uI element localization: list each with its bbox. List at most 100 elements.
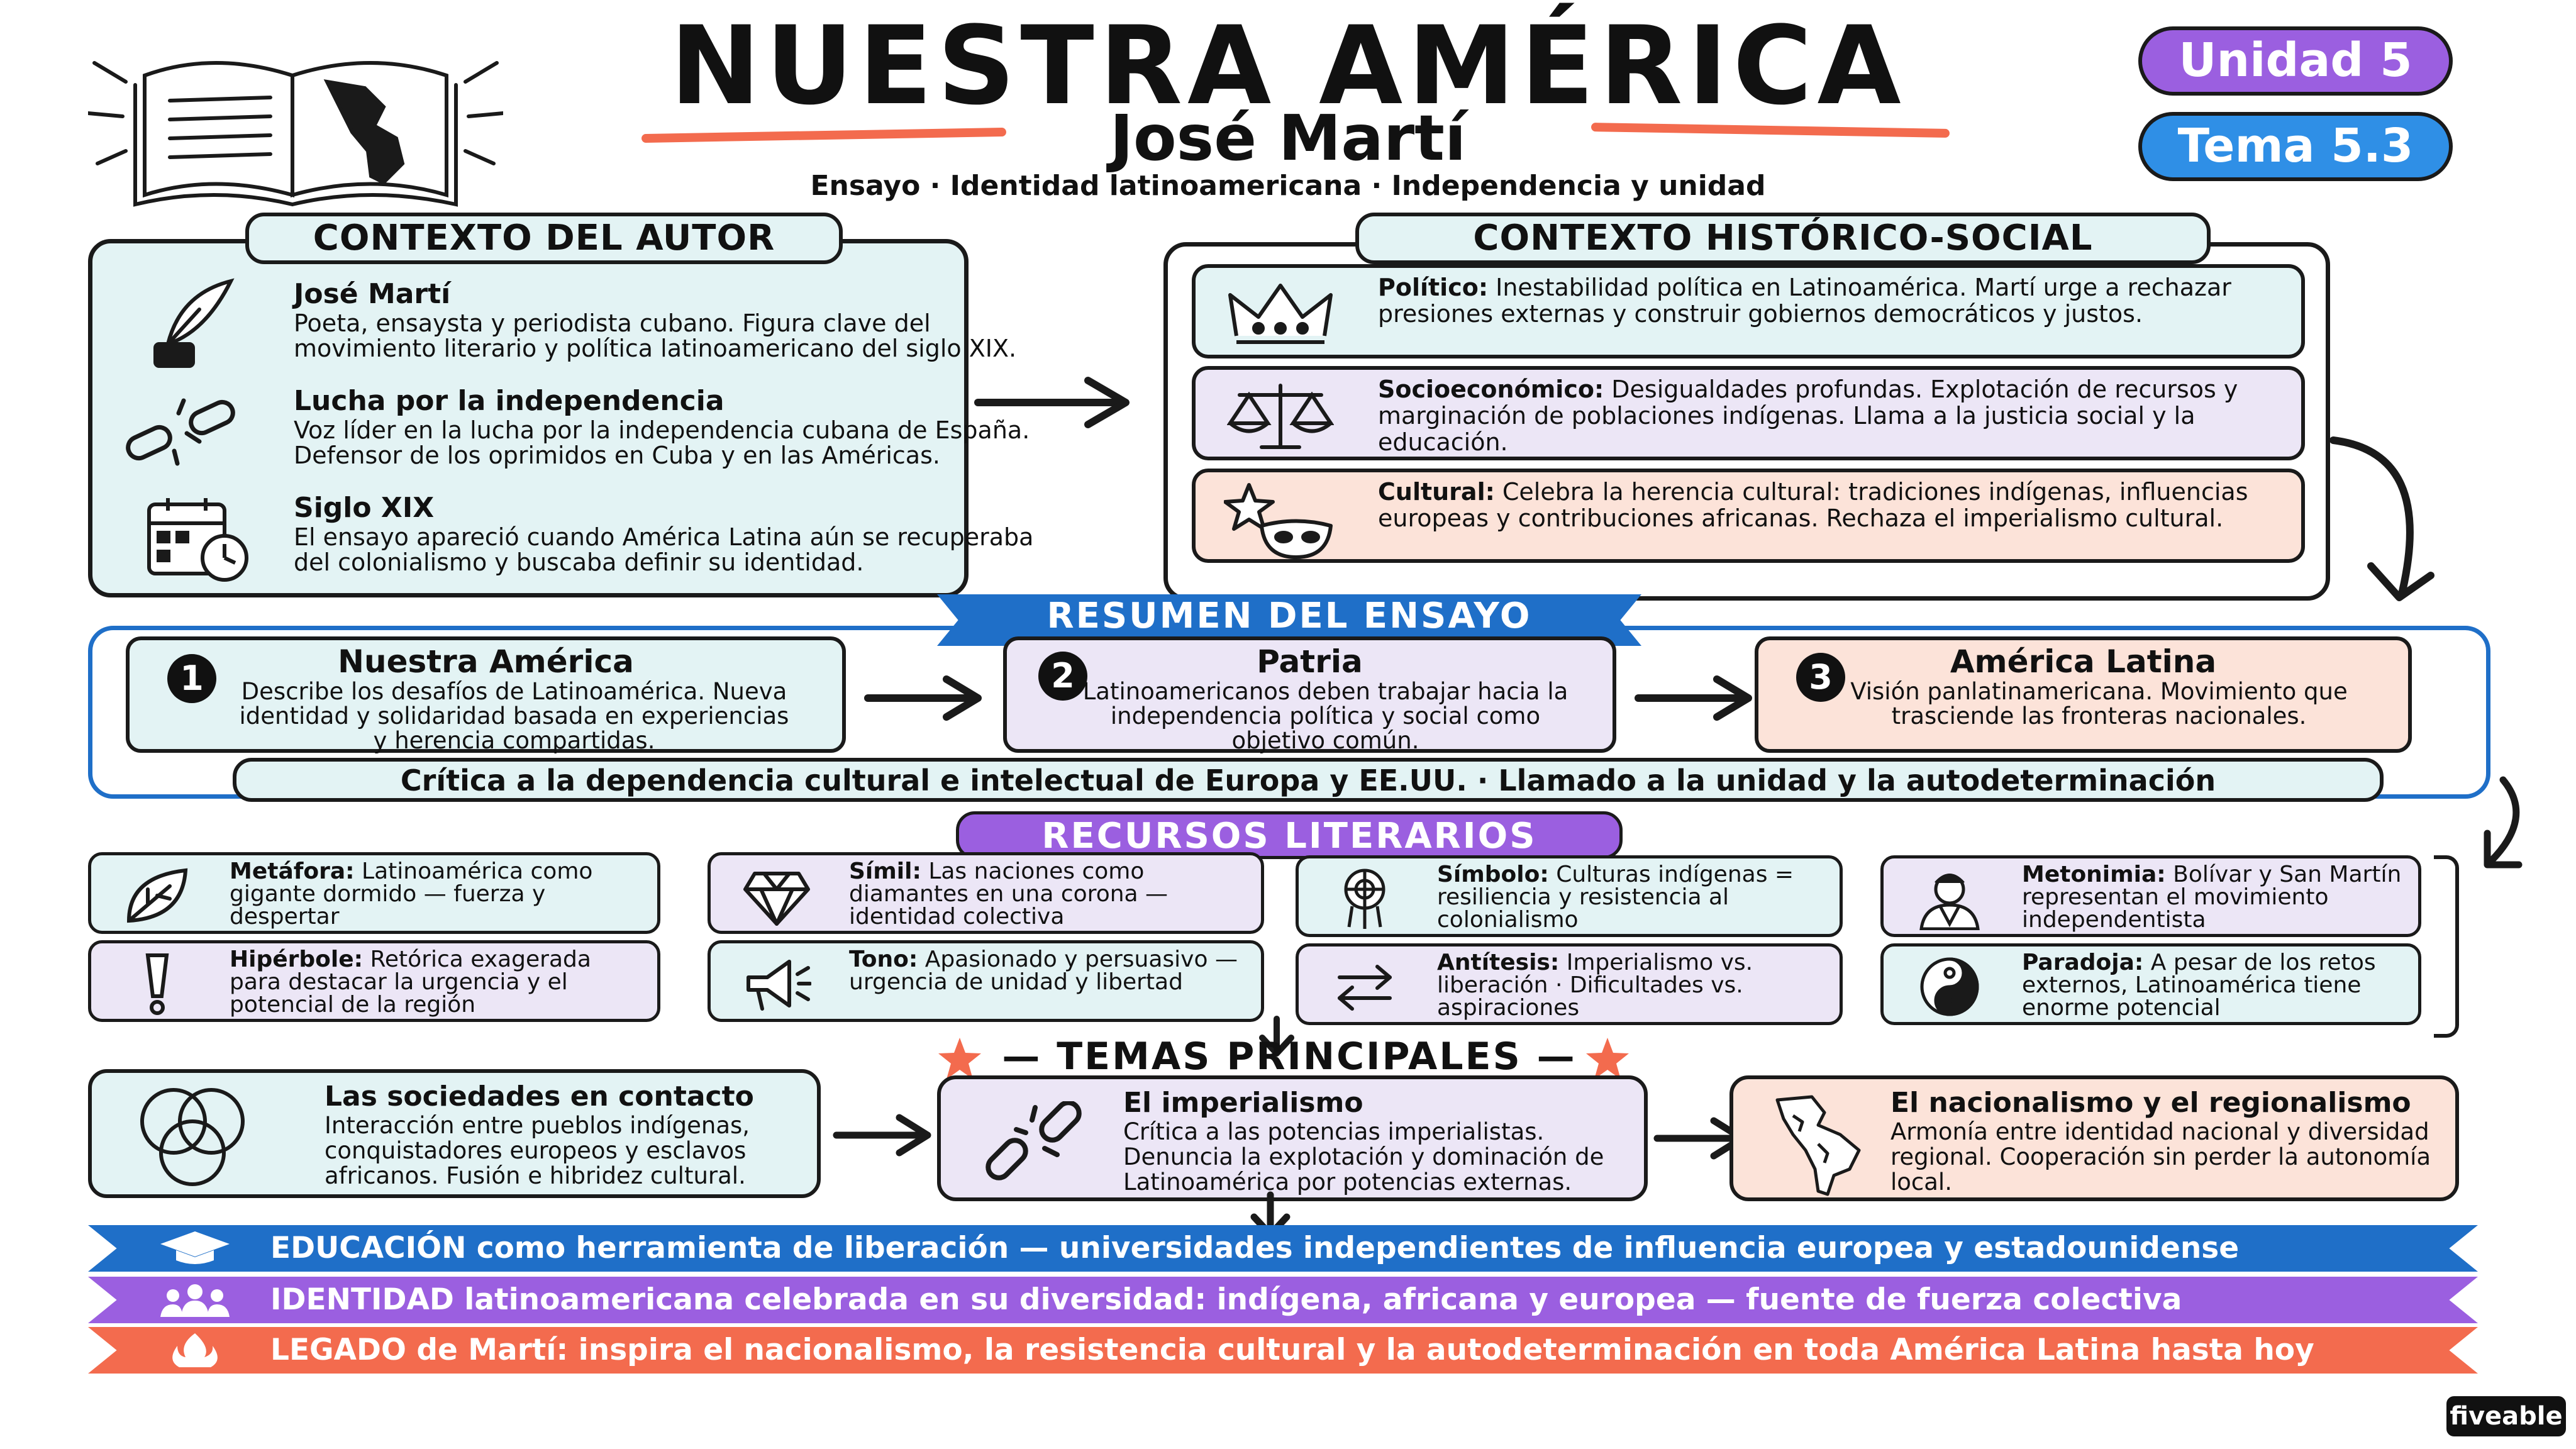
- arrow-down-icon: [1259, 1016, 1294, 1057]
- history-row-key: Socioeconómico:: [1378, 375, 1604, 403]
- author-item-text: Poeta, ensaysta y periodista cubano. Fig…: [294, 309, 1017, 362]
- literary-item-antithesis: Antítesis: Imperialismo vs. liberación ·…: [1296, 943, 1843, 1025]
- portrait-icon: [1915, 867, 1984, 930]
- theme-title: Las sociedades en contacto: [325, 1080, 754, 1113]
- literary-item-key: Símil:: [849, 858, 921, 884]
- author-context-panel: José Martí Poeta, ensaysta y periodista …: [88, 239, 1033, 597]
- theme-societies: Las sociedades en contacto Interacción e…: [88, 1069, 821, 1198]
- literary-item-text: Símil: Las naciones como diamantes en un…: [849, 860, 1252, 928]
- ribbon-key: IDENTIDAD: [270, 1282, 454, 1317]
- author-item-text: El ensayo apareció cuando América Latina…: [294, 523, 1034, 576]
- theme-imperialism: El imperialismo Crítica a las potencias …: [937, 1075, 1648, 1201]
- theme-nationalism: El nacionalismo y el regionalismo Armoní…: [1729, 1075, 2459, 1201]
- arrow-right-icon: [864, 675, 982, 721]
- broken-chain-icon: [121, 394, 247, 470]
- author-item-text: Voz líder en la lucha por la independenc…: [294, 416, 1030, 469]
- literary-item-text: Tono: Apasionado y persuasivo — urgencia…: [849, 948, 1252, 994]
- people-icon: [157, 1282, 233, 1318]
- book-map-icon: [86, 38, 505, 208]
- literary-item-body: Imperialismo vs. liberación · Dificultad…: [1437, 950, 1753, 1021]
- ribbon-body: de Martí: inspira el nacionalismo, la re…: [406, 1333, 2314, 1367]
- page-title: NUESTRA AMÉRICA: [670, 3, 1906, 129]
- map-icon: [1765, 1091, 1884, 1197]
- history-row-body: Inestabilidad política en Latinoamérica.…: [1378, 274, 2231, 328]
- ribbon-key: EDUCACIÓN: [270, 1231, 467, 1265]
- history-row-body: Celebra la herencia cultural: tradicione…: [1378, 478, 2248, 532]
- broken-chain-icon: [979, 1101, 1092, 1183]
- literary-bracket: [2434, 855, 2459, 1038]
- literary-item-text: Símbolo: Culturas indígenas = resilienci…: [1437, 863, 1831, 931]
- theme-text: Crítica a las potencias imperialistas. D…: [1123, 1118, 1604, 1196]
- literary-item-symbol: Símbolo: Culturas indígenas = resilienci…: [1296, 855, 1843, 937]
- topic-badge: Tema 5.3: [2138, 112, 2453, 181]
- history-context-label: CONTEXTO HISTÓRICO-SOCIAL: [1355, 213, 2211, 264]
- summary-card-3: 3 América Latina Visión panlatinamerican…: [1755, 636, 2412, 753]
- literary-item-key: Antítesis:: [1437, 950, 1560, 975]
- literary-item-text: Paradoja: A pesar de los retos externos,…: [2022, 952, 2409, 1019]
- literary-item-text: Antítesis: Imperialismo vs. liberación ·…: [1437, 952, 1831, 1019]
- history-row-text: Cultural: Celebra la herencia cultural: …: [1378, 479, 2302, 531]
- star-icon: [1585, 1036, 1630, 1082]
- diamond-icon: [742, 864, 811, 927]
- summary-card-text: Latinoamericanos deben trabajar hacia la…: [1082, 678, 1568, 754]
- summary-card-text: Visión panlatinamericana. Movimiento que…: [1850, 678, 2348, 730]
- author-item-title: Siglo XIX: [294, 492, 435, 524]
- arrow-right-icon: [833, 1114, 931, 1157]
- ribbon-body: como herramienta de liberación — univers…: [466, 1231, 2240, 1265]
- author-item-independence: Lucha por la independencia Voz líder en …: [294, 385, 1048, 468]
- history-row-cultural: Cultural: Celebra la herencia cultural: …: [1192, 469, 2305, 563]
- unit-badge: Unidad 5: [2138, 26, 2453, 96]
- literary-item-metonymy: Metonimia: Bolívar y San Martín represen…: [1880, 855, 2421, 937]
- exclamation-icon: [123, 952, 192, 1015]
- quill-icon: [143, 275, 243, 369]
- ribbon-key: LEGADO: [270, 1333, 406, 1367]
- literary-item-tone: Tono: Apasionado y persuasivo — urgencia…: [708, 940, 1264, 1022]
- ribbon-text: LEGADO de Martí: inspira el nacionalismo…: [270, 1327, 2314, 1374]
- tagline: Ensayo · Identidad latinoamericana · Ind…: [810, 170, 1766, 202]
- literary-label: RECURSOS LITERARIOS: [956, 811, 1623, 859]
- star-icon: [937, 1036, 982, 1082]
- venn-icon: [117, 1087, 268, 1187]
- history-row-text: Político: Inestabilidad política en Lati…: [1378, 274, 2302, 327]
- author-item-marti: José Martí Poeta, ensaysta y periodista …: [294, 278, 1048, 361]
- theme-title: El imperialismo: [1123, 1087, 1363, 1119]
- literary-item-body: Retórica exagerada para destacar la urge…: [230, 947, 591, 1018]
- theme-body: El imperialismo Crítica a las potencias …: [1123, 1087, 1645, 1195]
- summary-card-1: 1 Nuestra América Describe los desafíos …: [126, 636, 846, 753]
- literary-item-body: Culturas indígenas = resiliencia y resis…: [1437, 862, 1794, 933]
- curved-arrow-icon: [2484, 776, 2523, 869]
- ribbon-education: EDUCACIÓN como herramienta de liberación…: [88, 1225, 2478, 1272]
- summary-card-title: Patria: [1257, 643, 1363, 680]
- step-number: 2: [1038, 652, 1087, 701]
- literary-item-text: Hipérbole: Retórica exagerada para desta…: [230, 948, 648, 1016]
- scales-icon: [1227, 379, 1334, 455]
- yin-yang-icon: [1915, 955, 1984, 1018]
- history-row-key: Cultural:: [1378, 478, 1495, 506]
- literary-item-paradox: Paradoja: A pesar de los retos externos,…: [1880, 943, 2421, 1025]
- literary-item-key: Metáfora:: [230, 858, 355, 884]
- summary-card-title: Nuestra América: [338, 643, 634, 680]
- summary-critique: Crítica a la dependencia cultural e inte…: [233, 758, 2384, 802]
- literary-item-text: Metonimia: Bolívar y San Martín represen…: [2022, 863, 2409, 931]
- summary-card-2: 2 Patria Latinoamericanos deben trabajar…: [1003, 636, 1616, 753]
- history-row-body: Desigualdades profundas. Explotación de …: [1378, 375, 2238, 456]
- step-number: 1: [167, 654, 216, 703]
- theme-title: El nacionalismo y el regionalismo: [1890, 1087, 2411, 1119]
- step-number: 3: [1796, 653, 1845, 702]
- graduation-cap-icon: [157, 1230, 233, 1267]
- themes-label: — TEMAS PRINCIPALES —: [1002, 1035, 1577, 1079]
- curved-arrow-icon: [2329, 436, 2434, 601]
- arrow-right-icon: [1635, 675, 1752, 721]
- theme-body: El nacionalismo y el regionalismo Armoní…: [1890, 1087, 2457, 1195]
- literary-item-key: Metonimia:: [2022, 862, 2166, 887]
- summary-card-title: América Latina: [1950, 643, 2217, 680]
- arrows-opposite-icon: [1330, 955, 1399, 1018]
- literary-item-body: Latinoamérica como gigante dormido — fue…: [230, 858, 593, 930]
- history-row-socioeconomic: Socioeconómico: Desigualdades profundas.…: [1192, 366, 2305, 460]
- ribbon-text: IDENTIDAD latinoamericana celebrada en s…: [270, 1277, 2182, 1323]
- literary-item-key: Paradoja:: [2022, 950, 2144, 975]
- history-row-key: Político:: [1378, 274, 1489, 301]
- ribbon-legacy: LEGADO de Martí: inspira el nacionalismo…: [88, 1327, 2478, 1374]
- history-row-political: Político: Inestabilidad política en Lati…: [1192, 264, 2305, 358]
- literary-item-body: Apasionado y persuasivo — urgencia de un…: [849, 947, 1238, 995]
